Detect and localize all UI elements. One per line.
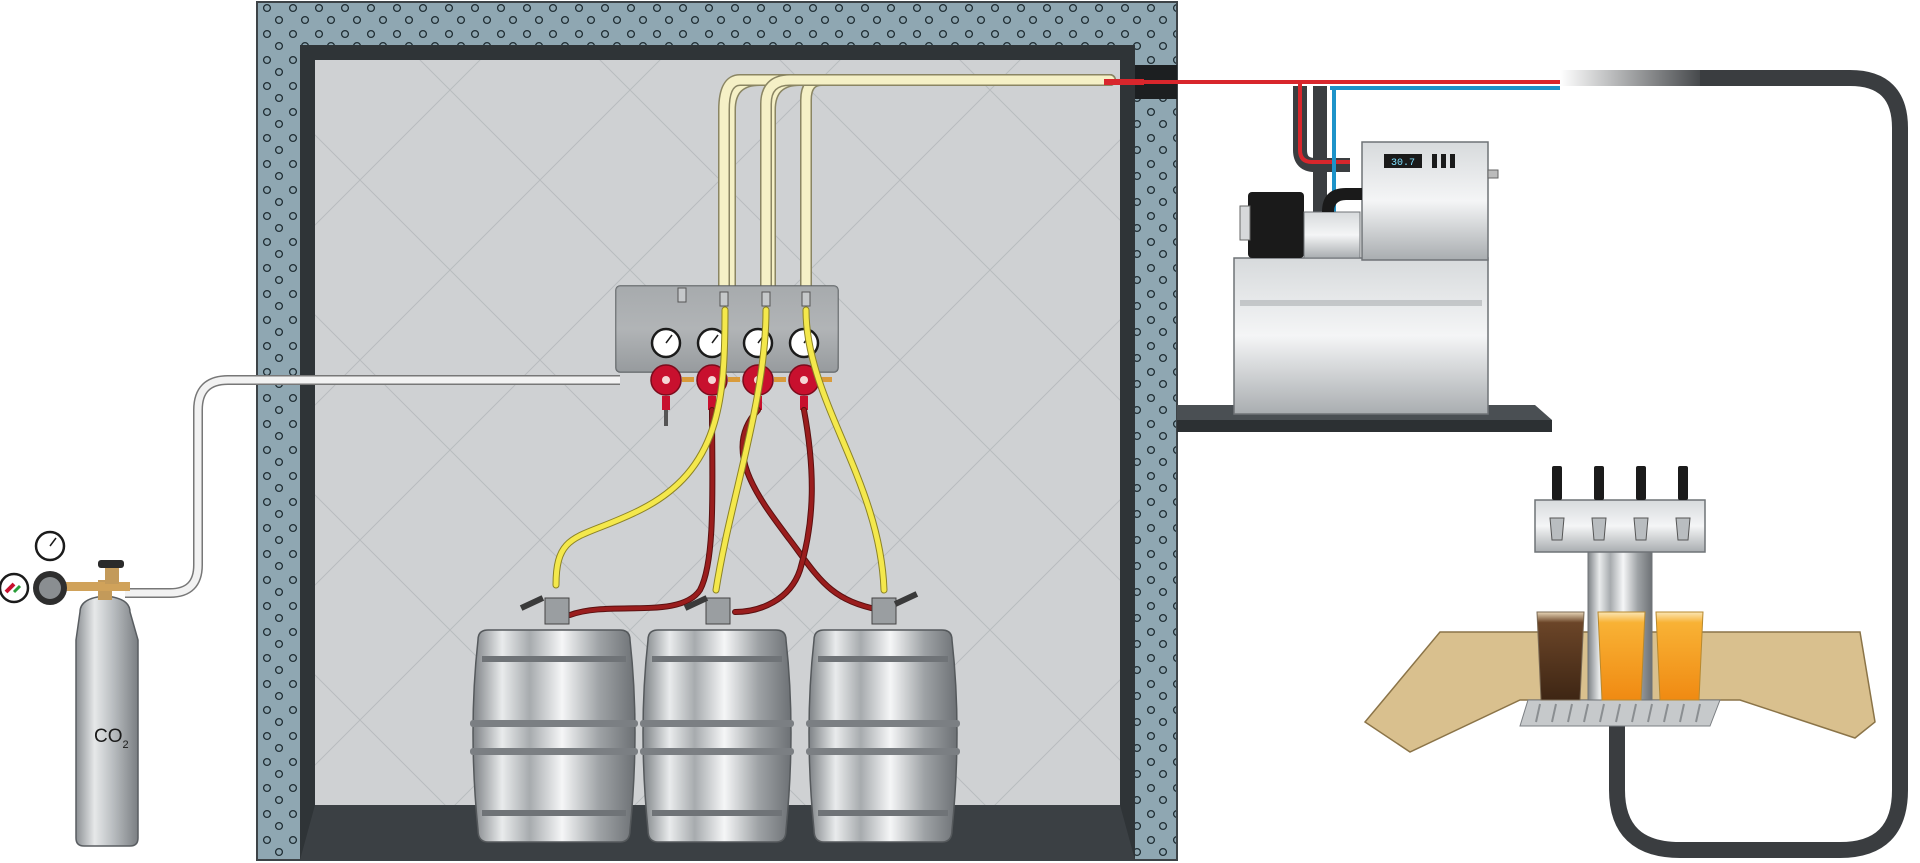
tap-3 (1636, 466, 1646, 500)
glycol-supply-line (1104, 80, 1560, 164)
keg-2 (640, 629, 794, 843)
red-glycol-stub (1104, 79, 1144, 85)
drip-tray-icon (1519, 699, 1721, 727)
cylinder-label: CO2 (94, 726, 129, 751)
temperature-display: 30.7 (1391, 158, 1415, 169)
keg-3 (806, 629, 960, 843)
gas-regulator-icon (0, 530, 130, 605)
python-trunk-line (1609, 70, 1908, 858)
keg-coupler-icon (519, 591, 919, 625)
keg-lines (552, 306, 888, 618)
shutoff-valve-top (677, 287, 811, 307)
tap-handles (1552, 466, 1688, 500)
amber-beer-glass-1 (1597, 611, 1646, 701)
tap-4 (1678, 466, 1688, 500)
tap-1 (1552, 466, 1562, 500)
beer-supply-lines (718, 74, 1116, 296)
faucets (1549, 517, 1691, 541)
tap-2 (1594, 466, 1604, 500)
keg-1 (470, 629, 638, 843)
dark-beer-glass (1536, 611, 1585, 701)
glycol-chiller-icon: 30.7 (1233, 141, 1499, 415)
amber-beer-glass-2 (1655, 611, 1704, 701)
co2-cylinder-icon: CO2 (75, 580, 139, 847)
